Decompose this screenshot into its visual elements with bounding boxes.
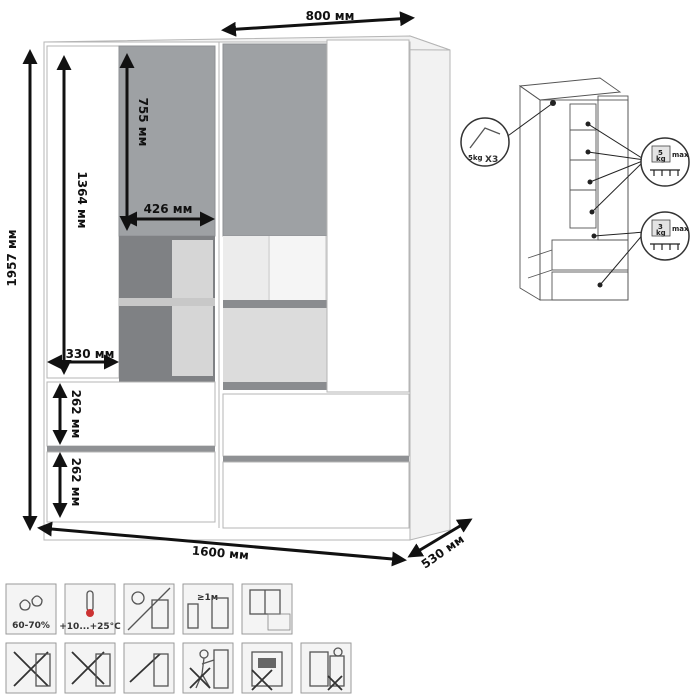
shelf-load-unit: kg: [656, 155, 666, 163]
sketch-side: [519, 85, 541, 301]
drawer-top-height-label: 262 мм: [69, 390, 83, 439]
shelf-weight-icon: [651, 145, 671, 163]
glass-width-label: 426 мм: [144, 202, 193, 216]
wardrobe-side-panel: [409, 35, 451, 541]
module-width-label: 800 мм: [306, 9, 355, 23]
right-niche-shelf: [223, 300, 327, 308]
left-niche-shelf: [119, 298, 215, 306]
hanger-tag: 5kg: [468, 154, 483, 162]
drawer-left-handle-strip: [47, 446, 215, 452]
total-width-arrow: [37, 521, 407, 567]
overall-height-label: 1957 мм: [5, 229, 19, 286]
hanger-icon: [469, 127, 501, 149]
hanger-count: X3: [485, 155, 498, 165]
no-hanging-on-door-icon: [300, 642, 352, 694]
right-niche-floor: [223, 382, 327, 390]
load-sketch: [504, 77, 646, 301]
care-icons-row-2: [5, 642, 352, 694]
drawer-load-unit: kg: [656, 229, 666, 237]
no-spray-icon: [64, 642, 116, 694]
wardrobe-front: [43, 35, 451, 541]
humidity-label: 60-70%: [12, 621, 50, 631]
drawer-load-max: max: [672, 225, 689, 233]
shelf-load-value: 5: [658, 149, 663, 157]
drawer-arrows-icon: [650, 243, 680, 250]
drawer-weight-icon: [651, 219, 671, 237]
door-height-label: 1364 мм: [75, 171, 89, 228]
care-icons-row-1: 60-70% +10...+25°C ≥1м: [5, 583, 293, 635]
total-width-label: 1600 мм: [191, 544, 249, 563]
depth-arrow: [407, 518, 473, 558]
left-niche-back: [172, 240, 213, 300]
module-width-arrow: [221, 11, 415, 37]
drawer-bottom-height-label: 262 мм: [69, 458, 83, 507]
right-glass-panel: [222, 43, 328, 237]
sketch-open-door: [597, 95, 629, 241]
drawer-right-handle-strip: [223, 456, 409, 462]
drawer-right-bottom: [222, 461, 410, 529]
no-wet-cleaning-icon: [123, 642, 175, 694]
shelf-load-max: max: [672, 151, 689, 159]
door-width-label: 330 мм: [66, 347, 115, 361]
shelf-load-badge: 5 kg max: [640, 137, 690, 187]
left-glass-panel: [118, 45, 216, 237]
right-niche-back-b: [270, 236, 325, 302]
right-door: [326, 39, 410, 393]
sketch-drawer-2: [551, 271, 629, 301]
right-niche-back: [223, 236, 268, 302]
humidity-icon: [5, 583, 57, 635]
distance-label: ≥1м: [197, 593, 218, 603]
temperature-label: +10...+25°C: [59, 622, 121, 632]
shelf-arrows-icon: [650, 169, 680, 176]
sketch-open-section: [569, 103, 597, 229]
drawer-left-top: [46, 381, 216, 447]
hanger-load-badge: 5kg X3: [460, 117, 510, 167]
drawer-load-badge: 3 kg max: [640, 211, 690, 261]
drawer-left-bottom: [46, 451, 216, 523]
heater-distance-icon: [182, 583, 234, 635]
hanger-leader: [504, 102, 554, 139]
drawer-right-top: [222, 393, 410, 457]
sketch-drawer-1: [551, 239, 629, 271]
left-niche-back-lower: [172, 306, 213, 376]
drawer-load-value: 3: [658, 223, 663, 231]
glass-height-label: 755 мм: [136, 98, 150, 147]
